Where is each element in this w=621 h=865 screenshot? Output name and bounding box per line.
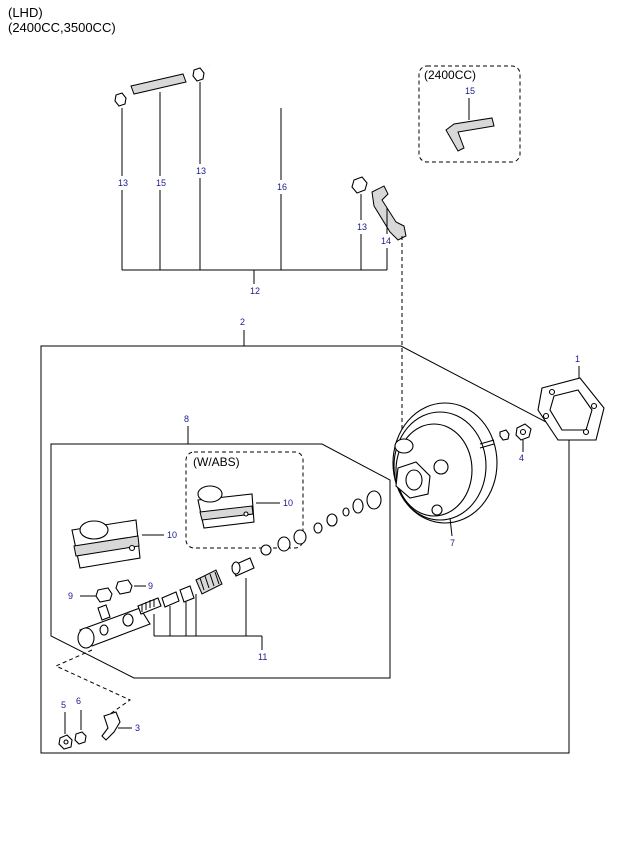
label-6: 6 [76, 696, 81, 706]
hose-clip-13-middle[interactable] [192, 67, 205, 82]
hose-clip-13-left[interactable] [114, 92, 127, 107]
spring-primary[interactable] [195, 569, 223, 595]
repair-kit-11: 11 [137, 557, 267, 662]
hose-15[interactable] [130, 73, 187, 95]
label-15-inset: 15 [465, 86, 475, 96]
hose-15-inset[interactable] [445, 117, 495, 152]
label-13-middle: 13 [196, 166, 206, 176]
label-15: 15 [156, 178, 166, 188]
inset-w-abs: (W/ABS) 10 [185, 451, 304, 549]
label-13-right: 13 [357, 222, 367, 232]
label-5: 5 [61, 700, 66, 710]
label-8: 8 [184, 414, 189, 424]
grommet-9-right[interactable]: 9 [115, 579, 153, 595]
seal-rings[interactable] [260, 490, 382, 556]
label-9-right: 9 [148, 581, 153, 591]
label-12: 12 [250, 286, 260, 296]
inset-abs-title: (W/ABS) [193, 455, 240, 469]
header-lhd: (LHD) [8, 5, 43, 20]
piston-cup[interactable] [179, 585, 195, 603]
label-14: 14 [381, 236, 391, 246]
nut-5[interactable]: 5 [58, 700, 73, 750]
header-engine-size: (2400CC,3500CC) [8, 20, 116, 35]
label-1: 1 [575, 354, 580, 364]
hose-clip-13-right[interactable] [351, 176, 368, 194]
booster-assembly-box: 2 [40, 317, 570, 754]
piston-secondary[interactable] [161, 591, 180, 608]
label-2: 2 [240, 317, 245, 327]
grommet-9-left[interactable]: 9 [68, 587, 113, 603]
master-cylinder-box: 8 [50, 414, 391, 679]
nut-6[interactable]: 6 [74, 696, 87, 745]
master-cylinder-body[interactable] [77, 604, 151, 649]
reservoir-tank-10[interactable]: 10 [71, 519, 177, 569]
check-valve-hose-14[interactable] [371, 185, 407, 241]
bracket-3[interactable]: 3 [101, 711, 140, 741]
vacuum-hose-group: 13 15 13 16 13 14 12 [114, 65, 407, 430]
label-10-abs: 10 [283, 498, 293, 508]
label-3: 3 [135, 723, 140, 733]
reservoir-tank-abs[interactable] [197, 485, 255, 529]
label-10: 10 [167, 530, 177, 540]
gasket-1[interactable]: 1 [537, 354, 605, 441]
label-16: 16 [277, 182, 287, 192]
inset-2400cc: (2400CC) 15 [418, 65, 521, 163]
brake-booster-7[interactable]: 7 [392, 402, 498, 548]
label-4: 4 [519, 453, 524, 463]
label-7: 7 [450, 538, 455, 548]
label-11: 11 [258, 652, 267, 662]
nut-4[interactable]: 4 [499, 423, 532, 463]
label-13-left: 13 [118, 178, 128, 188]
inset-2400cc-title: (2400CC) [424, 68, 476, 82]
label-9-left: 9 [68, 591, 73, 601]
